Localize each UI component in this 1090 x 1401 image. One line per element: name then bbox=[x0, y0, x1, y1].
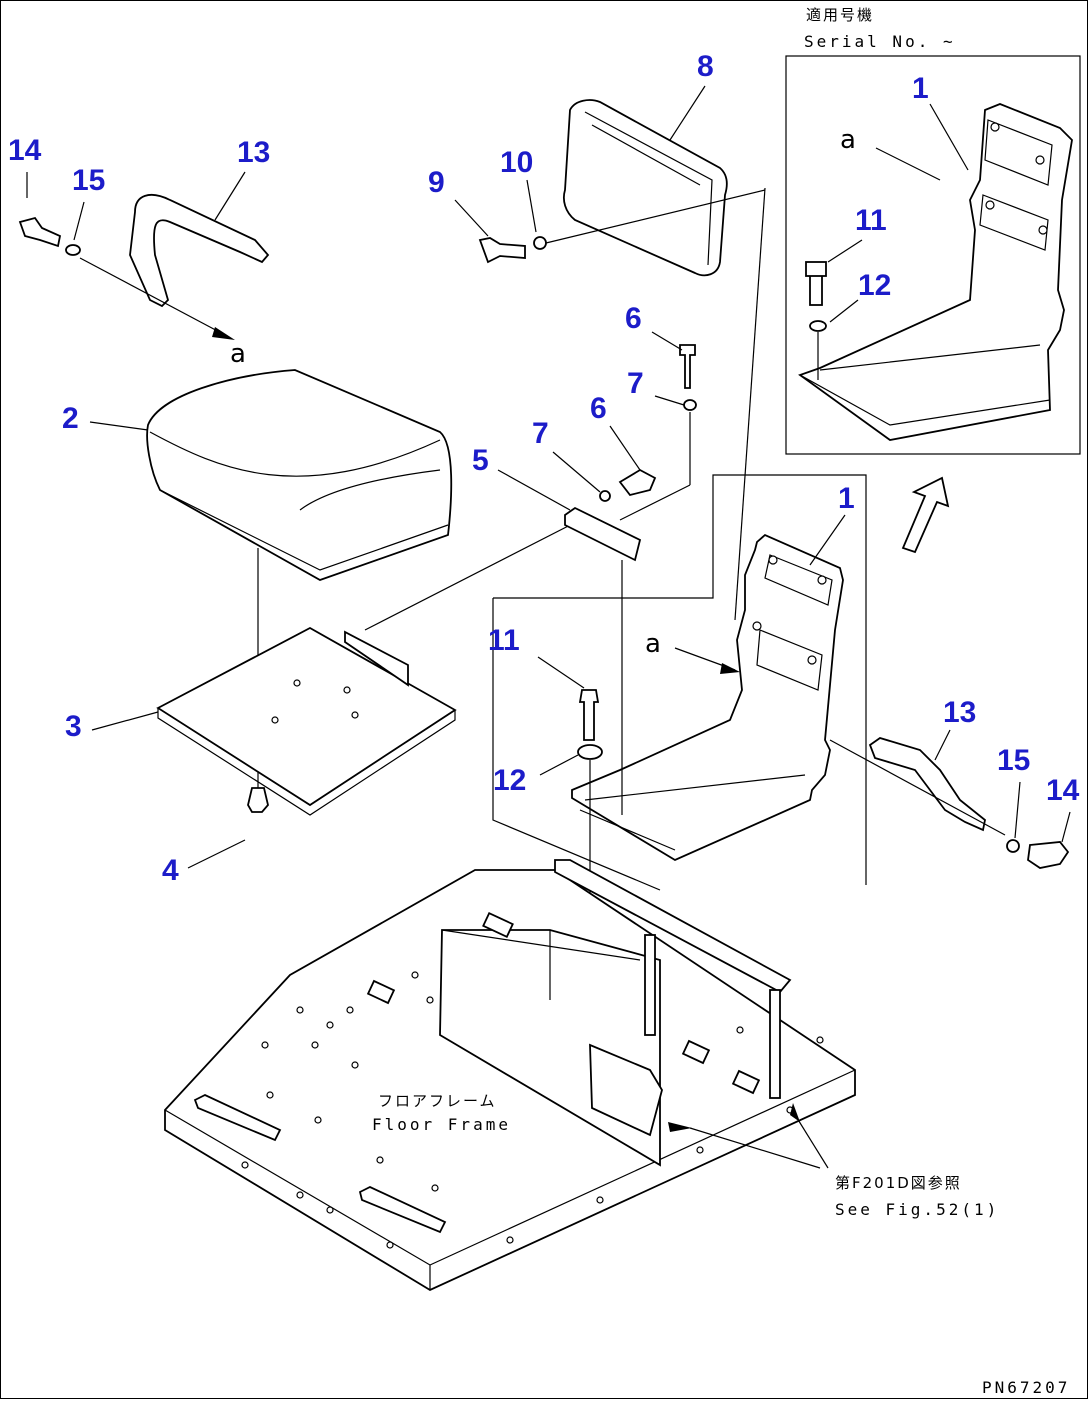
callout-11-main: 11 bbox=[488, 624, 520, 657]
washer-10 bbox=[533, 236, 547, 250]
bolt-14-left bbox=[18, 216, 62, 248]
inset-box bbox=[785, 55, 1081, 455]
callout-13-left: 13 bbox=[237, 136, 270, 169]
see-fig-en: See Fig.52(1) bbox=[835, 1200, 999, 1219]
grip-handle-right bbox=[868, 737, 986, 832]
floor-frame-en: Floor Frame bbox=[372, 1115, 511, 1134]
callout-12-main: 12 bbox=[493, 764, 526, 797]
bolt-9 bbox=[478, 237, 526, 264]
view-letter-main: a bbox=[645, 629, 661, 659]
callout-6b: 6 bbox=[625, 302, 642, 335]
callout-14-right: 14 bbox=[1046, 774, 1080, 807]
washer-7b bbox=[683, 399, 697, 411]
headrest bbox=[562, 99, 728, 277]
callout-7a: 7 bbox=[532, 417, 549, 450]
serial-jp: 適用号機 bbox=[806, 6, 874, 24]
callout-5: 5 bbox=[472, 444, 489, 477]
bolt-6a bbox=[618, 468, 657, 497]
inset-seat-frame bbox=[798, 103, 1073, 441]
seat-base-plate bbox=[156, 626, 457, 816]
knob-4 bbox=[247, 787, 269, 813]
inset-arrow bbox=[901, 476, 950, 554]
callout-3: 3 bbox=[65, 710, 82, 743]
grip-handle bbox=[129, 194, 270, 308]
seat-frame bbox=[571, 533, 844, 862]
callout-12-inset: 12 bbox=[858, 269, 891, 302]
view-letter-left: a bbox=[230, 339, 246, 369]
inset-bolt-11 bbox=[805, 261, 827, 380]
bolt-14-right bbox=[1027, 841, 1070, 869]
callout-1-main: 1 bbox=[838, 482, 855, 515]
callout-7b: 7 bbox=[627, 367, 644, 400]
seat-cushion bbox=[146, 369, 453, 581]
callout-11-inset: 11 bbox=[855, 204, 887, 237]
callout-15-right: 15 bbox=[997, 744, 1030, 777]
bracket-5 bbox=[564, 506, 642, 562]
serial-en: Serial No. ~ bbox=[804, 32, 956, 51]
floor-frame bbox=[164, 859, 856, 1292]
callout-10: 10 bbox=[500, 146, 533, 179]
callout-4: 4 bbox=[162, 854, 179, 887]
washer-7a bbox=[599, 490, 611, 502]
bolt-6b bbox=[679, 344, 696, 389]
floor-frame-jp: フロアフレーム bbox=[378, 1092, 497, 1110]
see-fig-jp: 第F201D図参照 bbox=[835, 1174, 962, 1192]
washer-15-left bbox=[65, 244, 81, 256]
callout-2: 2 bbox=[62, 402, 79, 435]
callout-15-left: 15 bbox=[72, 164, 105, 197]
callout-9: 9 bbox=[428, 166, 445, 199]
callout-13-right: 13 bbox=[943, 696, 976, 729]
drawing-number: PN67207 bbox=[982, 1378, 1070, 1397]
washer-15-right bbox=[1006, 839, 1020, 853]
callout-14-left: 14 bbox=[8, 134, 42, 167]
inset-view-letter: a bbox=[840, 125, 856, 155]
callout-6a: 6 bbox=[590, 392, 607, 425]
outline-box bbox=[492, 474, 867, 891]
callout-8: 8 bbox=[697, 50, 714, 83]
callout-1-inset: 1 bbox=[912, 72, 929, 105]
